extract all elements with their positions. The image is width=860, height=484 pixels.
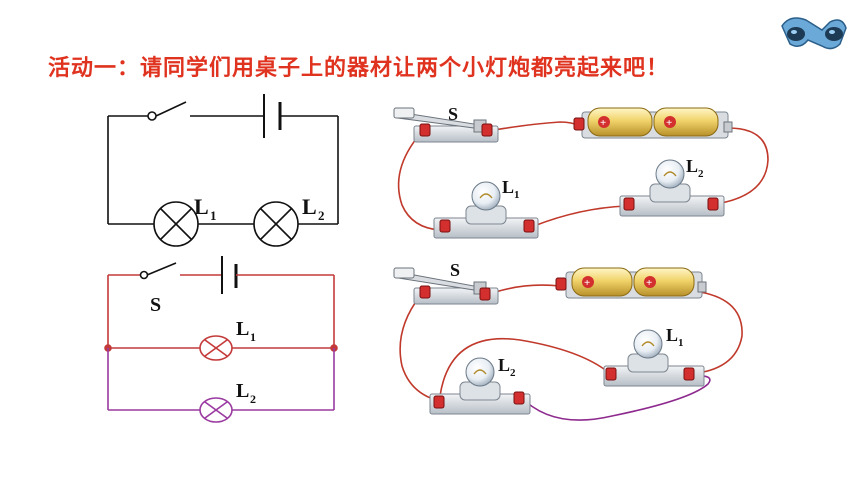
label-l1-photo-bottom: L <box>666 325 678 345</box>
switch-contact-left <box>147 111 157 121</box>
parallel-circuit-photo: S + + L 2 <box>393 260 743 421</box>
svg-text:1: 1 <box>678 337 684 349</box>
label-l1-parallel: L <box>236 318 249 340</box>
lamp-symbol-l2 <box>253 201 299 247</box>
label-l2-top-sub: 2 <box>318 208 325 223</box>
label-s-top: S <box>448 104 458 124</box>
label-l1-photo-top: L <box>502 177 514 197</box>
lamp-l1-component <box>433 181 539 239</box>
lamp-symbol-l1-parallel <box>199 335 233 361</box>
lamp-l1-component-bottom <box>603 329 705 387</box>
lamp-l2-component-bottom <box>429 357 531 415</box>
label-l2-photo-top: L <box>686 156 698 176</box>
svg-text:+: + <box>600 117 606 129</box>
switch-blade <box>155 101 187 117</box>
label-l1-top: L <box>194 194 209 219</box>
label-s-parallel: S <box>150 294 161 316</box>
switch-component <box>393 107 499 143</box>
series-circuit-photo: S + + L 1 <box>393 104 769 239</box>
label-l1-parallel-sub: 1 <box>250 330 256 344</box>
label-l2-photo-bottom: L <box>498 355 510 375</box>
svg-text:+: + <box>584 277 590 289</box>
battery-holder-component: + + <box>573 107 733 139</box>
lamp-symbol-l2-parallel <box>199 397 233 423</box>
label-l2-top: L <box>302 194 317 219</box>
series-circuit-diagram <box>107 94 339 247</box>
activity-title: 活动一：请同学们用桌子上的器材让两个小灯炮都亮起来吧！ <box>48 56 670 81</box>
switch-component-bottom <box>393 267 499 305</box>
svg-text:+: + <box>666 117 672 129</box>
lamp-l2-component <box>619 159 725 217</box>
svg-text:2: 2 <box>510 367 516 379</box>
battery-holder-component-bottom: + + <box>555 267 707 299</box>
label-s-bottom: S <box>450 260 460 280</box>
parallel-circuit-diagram <box>104 256 338 423</box>
binoculars-icon <box>781 17 847 50</box>
svg-text:+: + <box>646 277 652 289</box>
label-l2-parallel: L <box>236 380 249 402</box>
svg-text:2: 2 <box>698 168 704 180</box>
label-l1-top-sub: 1 <box>210 208 217 223</box>
label-l2-parallel-sub: 2 <box>250 392 256 406</box>
svg-text:1: 1 <box>514 189 520 201</box>
lamp-symbol-l1 <box>153 201 199 247</box>
